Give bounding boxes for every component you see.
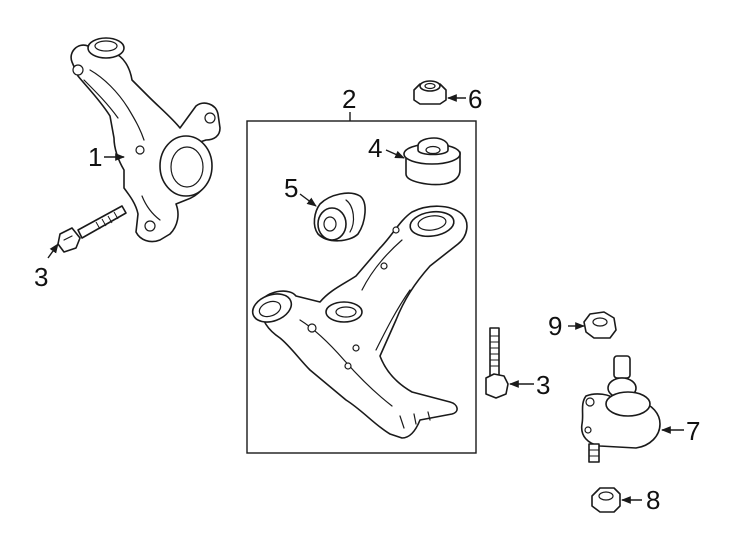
callout-1: 1 [88, 142, 102, 172]
callout-7: 7 [686, 416, 700, 446]
callout-4: 4 [368, 133, 382, 163]
nut-icon [413, 80, 447, 105]
ball-joint-icon [580, 355, 661, 463]
callout-3-left: 3 [34, 262, 48, 292]
callout-3-right: 3 [536, 370, 550, 400]
callout-8: 8 [646, 485, 660, 515]
control-arm-frame [246, 112, 477, 454]
callout-9: 9 [548, 311, 562, 341]
callout-labels: 1 2 3 3 4 5 6 7 8 9 [34, 84, 700, 515]
control-arm-icon [251, 205, 468, 439]
bolt-icon [485, 327, 509, 399]
nut-icon [583, 311, 617, 339]
steering-knuckle-icon [70, 37, 221, 243]
callout-2: 2 [342, 84, 356, 114]
callout-6: 6 [468, 84, 482, 114]
bolt-icon [57, 205, 127, 253]
callout-5: 5 [284, 173, 298, 203]
bushing-icon [403, 137, 461, 186]
leader-lines [47, 94, 684, 504]
nut-icon [591, 487, 621, 513]
bushing-icon [313, 192, 366, 242]
